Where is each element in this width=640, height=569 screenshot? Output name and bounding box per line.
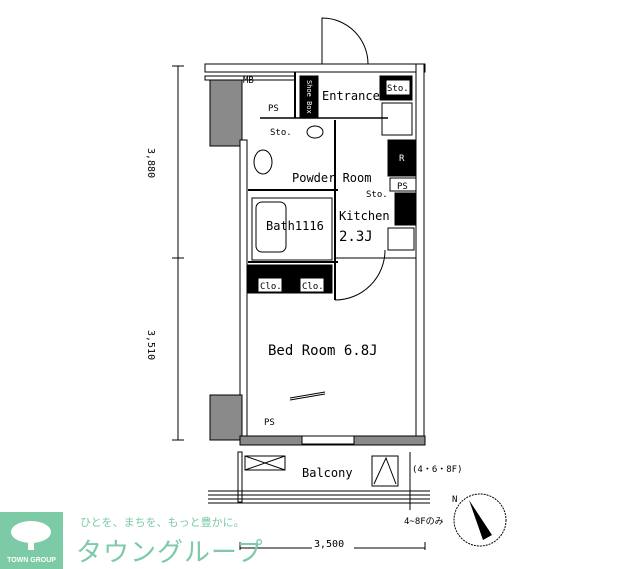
label-sto-entrance: Sto. [387, 84, 409, 94]
label-sto-powder: Sto. [270, 128, 292, 138]
label-refrigerator: R [399, 154, 405, 164]
label-ps-bedroom: PS [264, 418, 275, 428]
dimension-lower-depth: 3,510 [145, 330, 156, 360]
compass-north: N [452, 495, 457, 505]
label-powder-room: Powder Room [292, 171, 371, 185]
tree-icon [11, 521, 51, 550]
town-group-logo: TOWN GROUP [0, 512, 63, 569]
label-ps-kitchen: PS [397, 182, 408, 192]
dimension-upper-depth: 3,880 [145, 148, 156, 178]
label-bath: Bath1116 [266, 219, 324, 233]
label-shoe-box: Shoe Box [305, 80, 313, 114]
compass-icon [453, 493, 507, 547]
label-floors-note: (4・6・8F) [412, 465, 463, 475]
label-closet-1: Clo. [260, 282, 282, 292]
walls [204, 63, 426, 446]
label-bedroom: Bed Room 6.8J [268, 343, 378, 359]
logo-company-en: TOWN GROUP [7, 557, 56, 564]
label-kitchen: Kitchen [339, 209, 390, 223]
logo-tagline: ひとを、まちを、もっと豊かに。 [80, 516, 245, 529]
label-floors-only: 4~8Fのみ [404, 516, 444, 527]
fixtures [208, 17, 430, 510]
dimension-width: 3,500 [314, 539, 344, 550]
label-sto-kitchen: Sto. [366, 190, 388, 200]
label-closet-2: Clo. [302, 282, 324, 292]
label-ps-top: PS [268, 104, 279, 114]
label-entrance: Entrance [322, 89, 380, 103]
label-balcony: Balcony [302, 466, 353, 480]
label-kitchen-size: 2.3J [339, 229, 373, 245]
label-mb: MB [243, 76, 254, 86]
logo-company-ja: タウングループ [76, 538, 264, 568]
